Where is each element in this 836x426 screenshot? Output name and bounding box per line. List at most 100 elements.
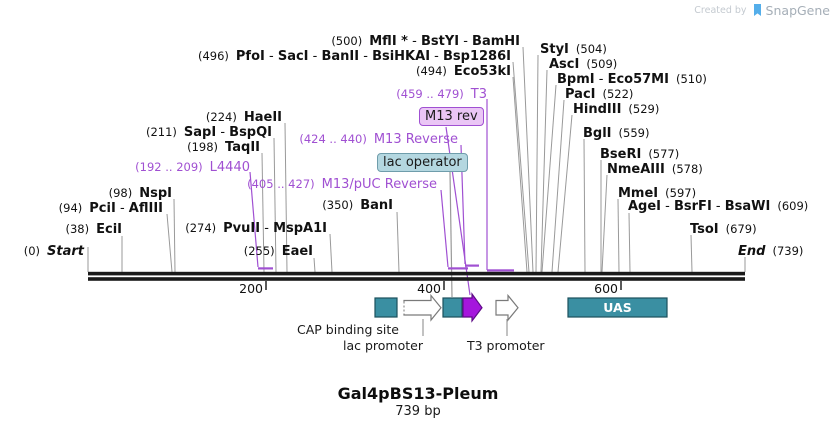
leader-line xyxy=(329,233,333,273)
site-name: BanI xyxy=(360,198,393,213)
feature-t3-promoter[interactable] xyxy=(495,293,519,322)
site-name: TaqII xyxy=(225,140,260,155)
site-name: Bsp1286I xyxy=(443,49,511,64)
site-position: (198) xyxy=(187,140,219,154)
site-label-hindiii[interactable]: HindIII (529) xyxy=(573,102,659,117)
site-label-asci[interactable]: AscI (509) xyxy=(549,57,617,72)
site-name: PvuII xyxy=(223,221,261,236)
m13-rev-label[interactable]: M13 rev xyxy=(419,107,484,126)
feature-label-t3-promoter[interactable]: T3 promoter xyxy=(467,338,545,353)
site-label-mfli[interactable]: (500)MflI * - BstYI - BamHI xyxy=(331,34,520,49)
site-name-separator: - xyxy=(430,49,444,64)
site-name-separator: - xyxy=(711,199,725,214)
feature-lac-operator[interactable] xyxy=(442,297,463,318)
feature-uas-label: UAS xyxy=(603,300,632,315)
site-names: BseRI xyxy=(600,147,641,162)
site-names: StyI xyxy=(540,42,569,57)
site-names: T3 xyxy=(471,87,487,102)
leader-line xyxy=(540,69,548,273)
site-name-separator: - xyxy=(216,125,230,140)
site-label-pvuii[interactable]: (274) PvuII - MspA1I xyxy=(185,221,327,236)
site-names: HindIII xyxy=(573,102,621,117)
plasmid-title: Gal4pBS13-Pleum xyxy=(337,384,499,403)
site-names: PfoI - SacI - BanII - BsiHKAI - Bsp1286I xyxy=(236,49,511,64)
feature-label-lac-promoter[interactable]: lac promoter xyxy=(343,338,423,353)
leader-line xyxy=(601,174,608,273)
snapgene-brand-label: SnapGene xyxy=(765,3,830,18)
connector-line xyxy=(440,189,449,268)
site-position: (679) xyxy=(725,222,757,236)
feature-uas[interactable] xyxy=(567,297,668,318)
site-name: BsiHKAI xyxy=(372,49,431,64)
leader-line xyxy=(173,198,176,273)
site-label-bseri[interactable]: BseRI(577) xyxy=(600,147,679,162)
site-position: (255) xyxy=(243,244,275,258)
site-position: (94) xyxy=(58,201,83,215)
site-label-ecii[interactable]: (38)EciI xyxy=(66,222,123,237)
site-name: Eco57MI xyxy=(607,72,669,87)
site-name-separator: - xyxy=(594,72,608,87)
site-label-l4440[interactable]: (192 .. 209) L4440 xyxy=(135,160,250,175)
site-label-tsoi[interactable]: TsoI(679) xyxy=(690,222,757,237)
site-name: SacI xyxy=(277,49,309,64)
site-label-bani[interactable]: (350) BanI xyxy=(322,198,393,213)
site-label-bgli[interactable]: BglI(559) xyxy=(583,126,649,141)
site-name: T3 xyxy=(470,87,487,102)
site-names: AscI xyxy=(549,57,579,72)
leader-line xyxy=(628,212,631,273)
site-label-end[interactable]: End(739) xyxy=(738,244,803,259)
site-position: (192 .. 209) xyxy=(135,160,203,174)
site-label-m13-reverse[interactable]: (424 .. 440)M13 Reverse xyxy=(299,132,458,147)
site-position: (405 .. 427) xyxy=(247,177,315,191)
site-label-mmei[interactable]: MmeI(597) xyxy=(618,186,696,201)
site-label-eaei[interactable]: (255)EaeI xyxy=(244,244,313,259)
site-name: HindIII xyxy=(573,102,622,117)
leader-line xyxy=(551,99,565,273)
site-names: NmeAIII xyxy=(607,162,665,177)
site-position: (509) xyxy=(586,57,618,71)
feature-cap-binding-site[interactable] xyxy=(374,297,398,318)
site-name: BsaWI xyxy=(724,199,771,214)
leader-line xyxy=(261,152,265,273)
site-label-paci[interactable]: PacI(522) xyxy=(565,87,633,102)
site-label-haeii[interactable]: (224)HaeII xyxy=(206,110,282,125)
site-label-start[interactable]: (0)Start xyxy=(24,244,84,259)
site-label-pfoi[interactable]: (496)PfoI - SacI - BanII - BsiHKAI - Bsp… xyxy=(198,49,511,64)
site-label-taqii[interactable]: (198) TaqII xyxy=(187,140,260,155)
site-label-t3[interactable]: (459 .. 479)T3 xyxy=(396,87,487,102)
site-label-nmeaiii[interactable]: NmeAIII(578) xyxy=(607,162,703,177)
sequence-bar xyxy=(88,271,745,276)
site-name: BamHI xyxy=(472,34,520,49)
leader-line xyxy=(396,211,400,273)
site-label-m13-puc-reverse[interactable]: (405 .. 427) M13/pUC Reverse xyxy=(247,177,437,192)
site-label-pcii[interactable]: (94)PciI - AflIII xyxy=(59,201,163,216)
lac-operator-label[interactable]: lac operator xyxy=(377,153,468,172)
site-names: TaqII xyxy=(225,140,260,155)
feature-m13-rev-primer[interactable] xyxy=(462,292,483,323)
site-label-agei[interactable]: AgeI - BsrFI - BsaWI(609) xyxy=(628,199,808,214)
site-label-nspi[interactable]: (98)NspI xyxy=(109,186,172,201)
site-position: (559) xyxy=(618,126,650,140)
site-position: (350) xyxy=(322,198,354,212)
leader-line xyxy=(273,137,277,273)
site-name: L4440 xyxy=(209,160,250,175)
site-position: (597) xyxy=(665,186,697,200)
site-position: (274) xyxy=(185,221,217,235)
site-name: BseRI xyxy=(600,147,642,162)
site-position: (224) xyxy=(205,110,237,124)
feature-lac-promoter[interactable] xyxy=(403,293,442,322)
leader-line xyxy=(313,257,316,273)
site-label-sapi[interactable]: (211)SapI - BspQI xyxy=(146,125,272,140)
feature-label-cap-binding-site[interactable]: CAP binding site xyxy=(297,322,399,337)
site-label-bpmi[interactable]: BpmI - Eco57MI(510) xyxy=(557,72,707,87)
site-names: PvuII - MspA1I xyxy=(223,221,327,236)
primer-region-marker xyxy=(258,267,273,270)
leader-line xyxy=(284,122,288,273)
site-position: (529) xyxy=(628,102,660,116)
site-label-styi[interactable]: StyI(504) xyxy=(540,42,607,57)
site-name: M13/pUC Reverse xyxy=(321,177,437,192)
primer-region-marker xyxy=(465,264,479,267)
site-label-eco53ki[interactable]: (494)Eco53kI xyxy=(416,64,511,79)
site-name: Start xyxy=(47,244,84,259)
